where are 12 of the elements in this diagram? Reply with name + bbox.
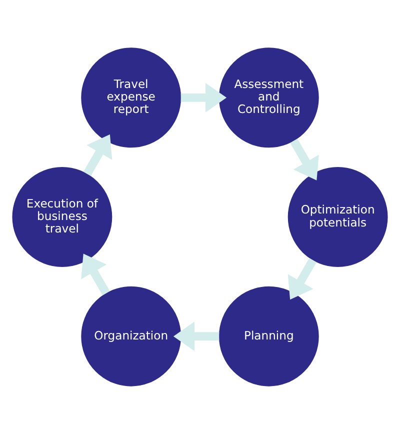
arrow [173, 321, 220, 351]
node-circle: Planning [218, 286, 319, 386]
arrow [81, 253, 110, 295]
node-circle: Execution of business travel [12, 166, 112, 266]
node-circle: Travel expense report [81, 47, 182, 148]
arrow [290, 138, 319, 180]
node-circle: Assessment and Controlling [218, 47, 319, 148]
node-circle: Optimization potentials [288, 166, 388, 266]
arrow [180, 82, 227, 112]
arrow [83, 134, 112, 176]
arrow [288, 257, 317, 300]
node-circle: Organization [81, 286, 182, 386]
